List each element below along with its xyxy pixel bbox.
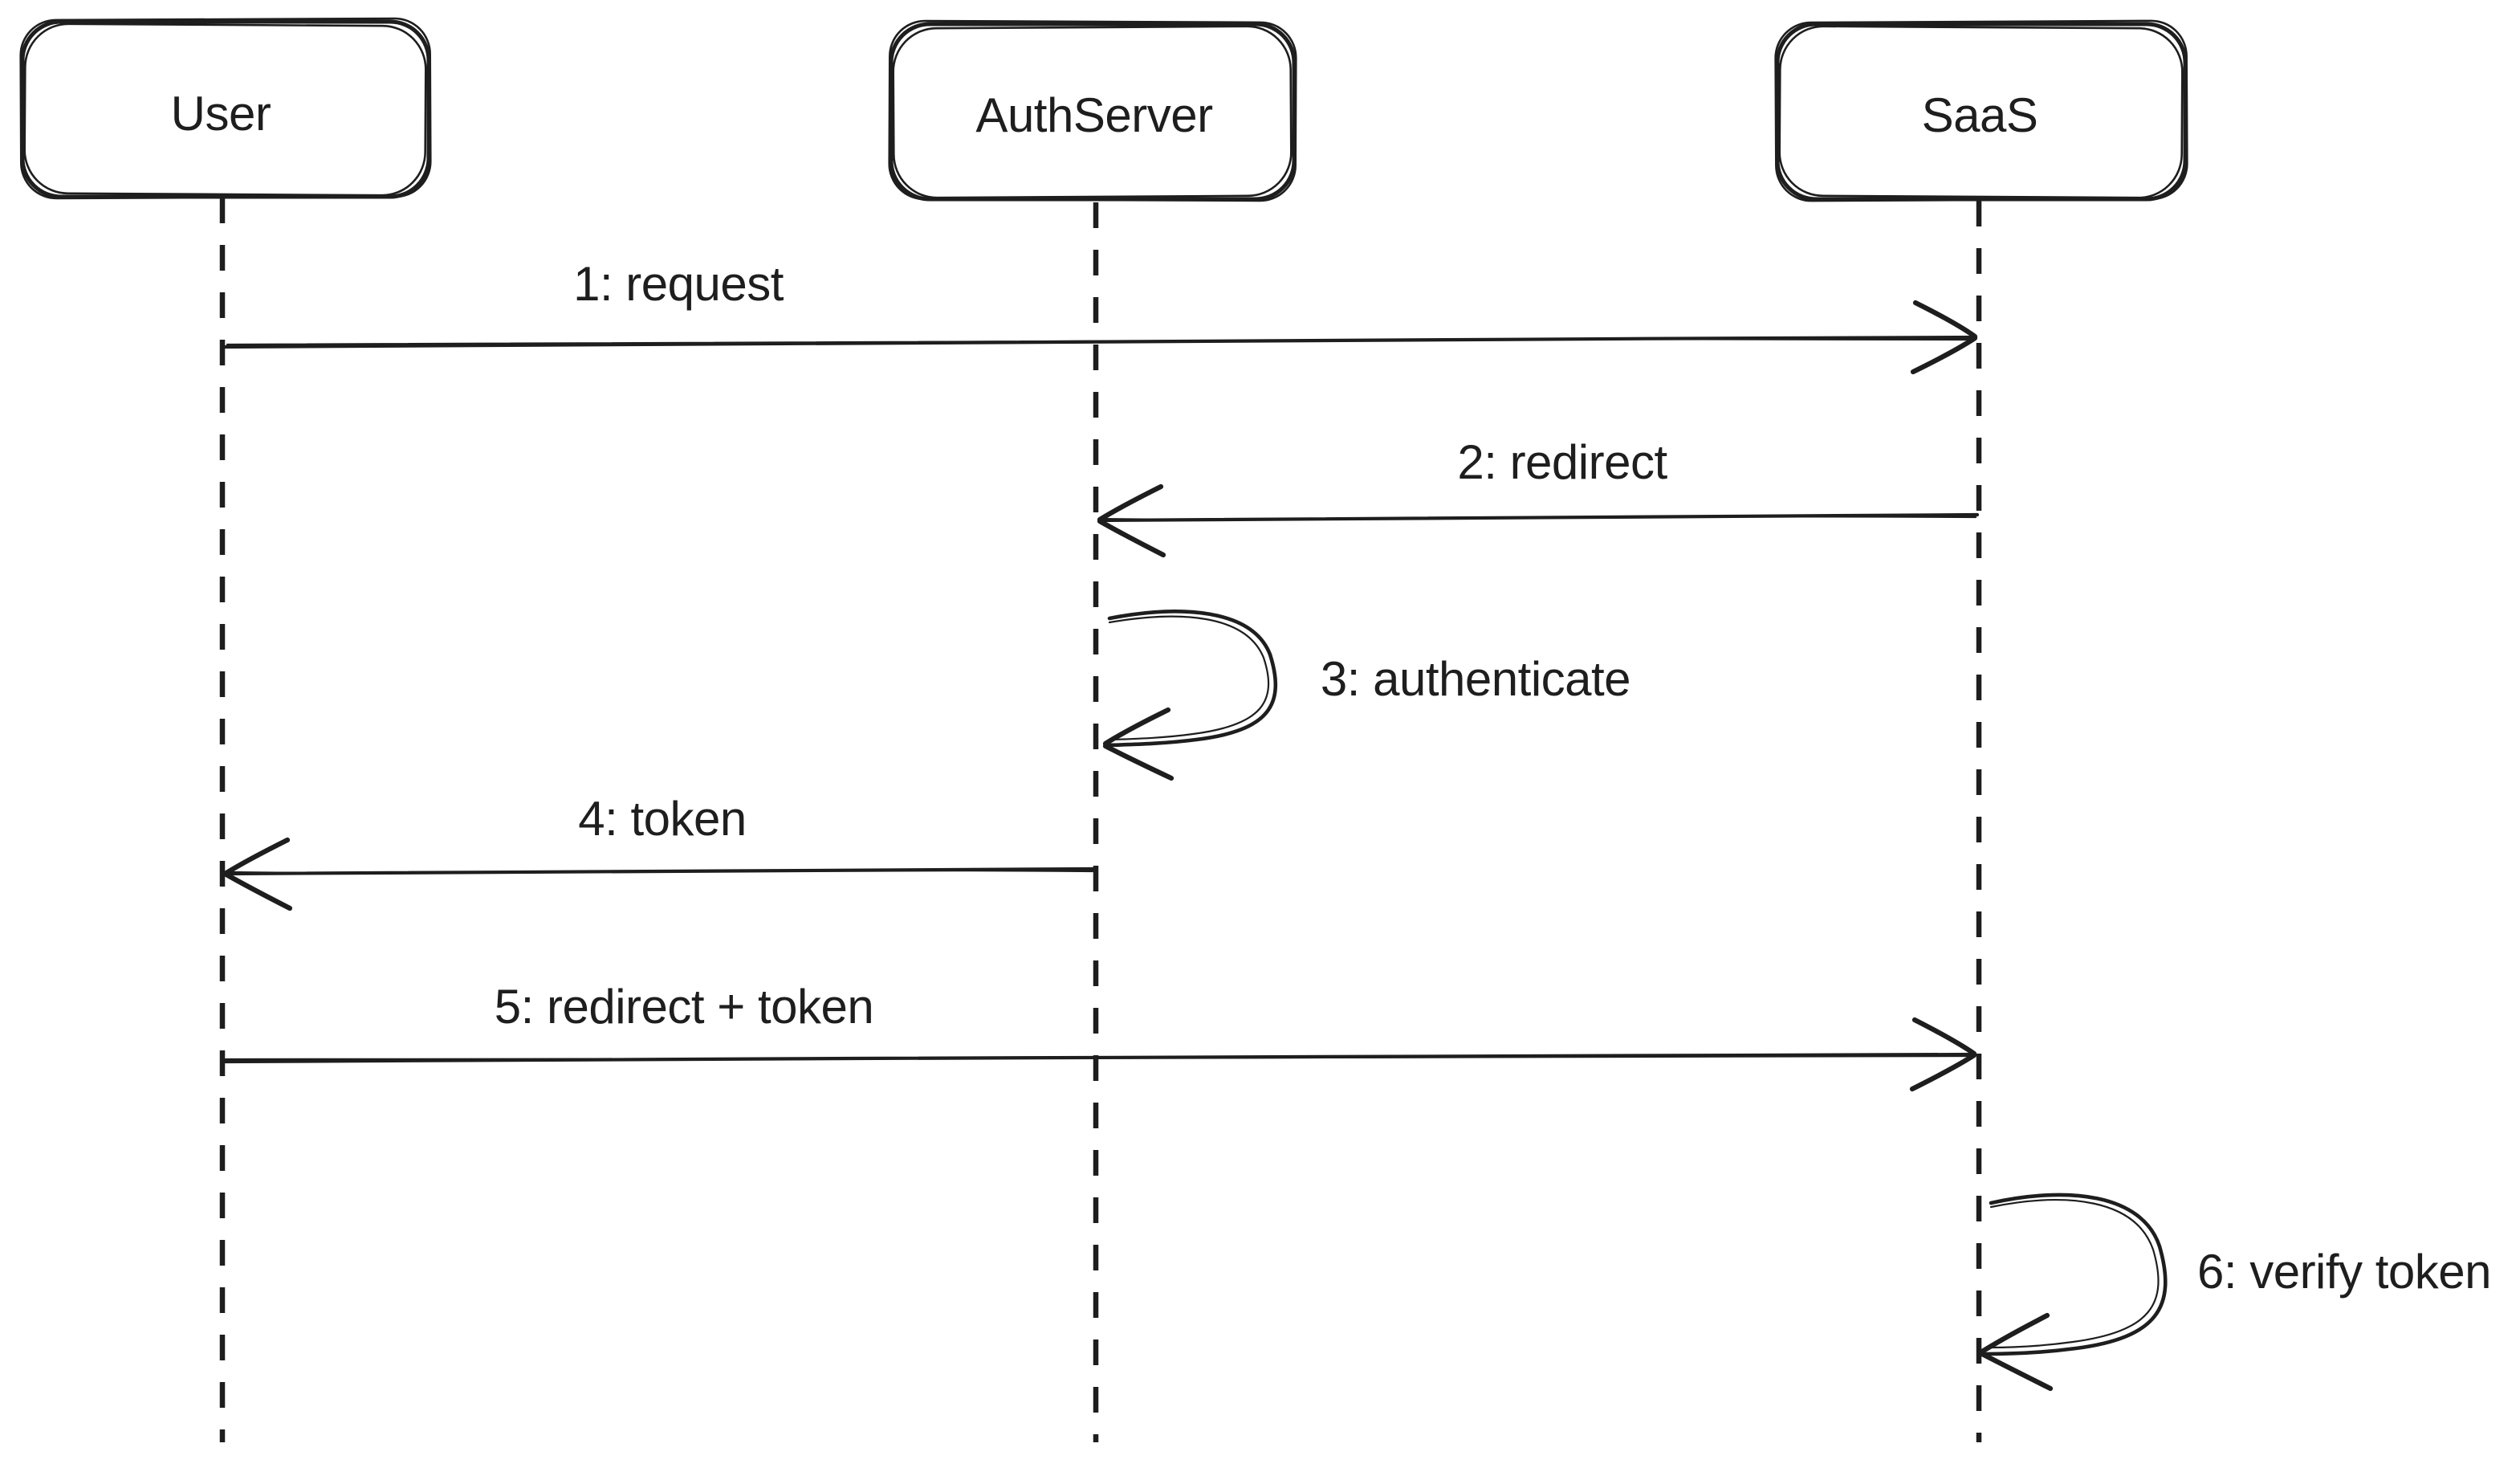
actor-label-user: User: [171, 87, 271, 141]
message-2-redirect: 2: redirect: [1097, 435, 1980, 558]
message-1-label: 1: request: [573, 257, 784, 311]
arrowhead-right-icon: [1910, 300, 1978, 375]
message-4-label: 4: token: [578, 792, 747, 846]
actor-saas: SaaS: [1774, 19, 2188, 202]
message-4-token: 4: token: [223, 792, 1097, 911]
message-6-verify-token: 6: verify token: [1979, 1193, 2492, 1392]
message-6-loop-echo: [1988, 1199, 2160, 1349]
actor-box-user: [19, 17, 432, 200]
message-3-loop: [1105, 610, 1278, 748]
message-2-line-echo: [1101, 516, 1977, 521]
arrowhead-left-icon: [1097, 483, 1166, 558]
message-5-redirect-token: 5: redirect + token: [222, 980, 1977, 1092]
message-1-line-echo: [226, 338, 1975, 346]
message-3-loop-echo: [1108, 615, 1270, 741]
message-1-request: 1: request: [222, 257, 1978, 375]
message-3-label: 3: authenticate: [1321, 652, 1630, 706]
arrowhead-right-icon: [1909, 1017, 1977, 1092]
message-6-label: 6: verify token: [2197, 1245, 2491, 1299]
actor-box-saas: [1774, 19, 2188, 202]
message-4-line-echo: [227, 869, 1094, 875]
actor-label-saas: SaaS: [1922, 88, 2038, 142]
message-3-authenticate: 3: authenticate: [1102, 610, 1631, 781]
actor-label-authserver: AuthServer: [975, 88, 1212, 142]
arrowhead-left-icon: [1102, 707, 1175, 781]
actor-user: User: [19, 17, 432, 200]
arrowhead-left-icon: [1979, 1312, 2054, 1392]
message-2-label: 2: redirect: [1457, 435, 1667, 489]
message-5-label: 5: redirect + token: [495, 980, 873, 1034]
message-6-loop: [1984, 1193, 2168, 1356]
actor-box-authserver: [888, 19, 1297, 202]
arrowhead-left-icon: [223, 837, 293, 911]
actor-authserver: AuthServer: [888, 19, 1297, 202]
